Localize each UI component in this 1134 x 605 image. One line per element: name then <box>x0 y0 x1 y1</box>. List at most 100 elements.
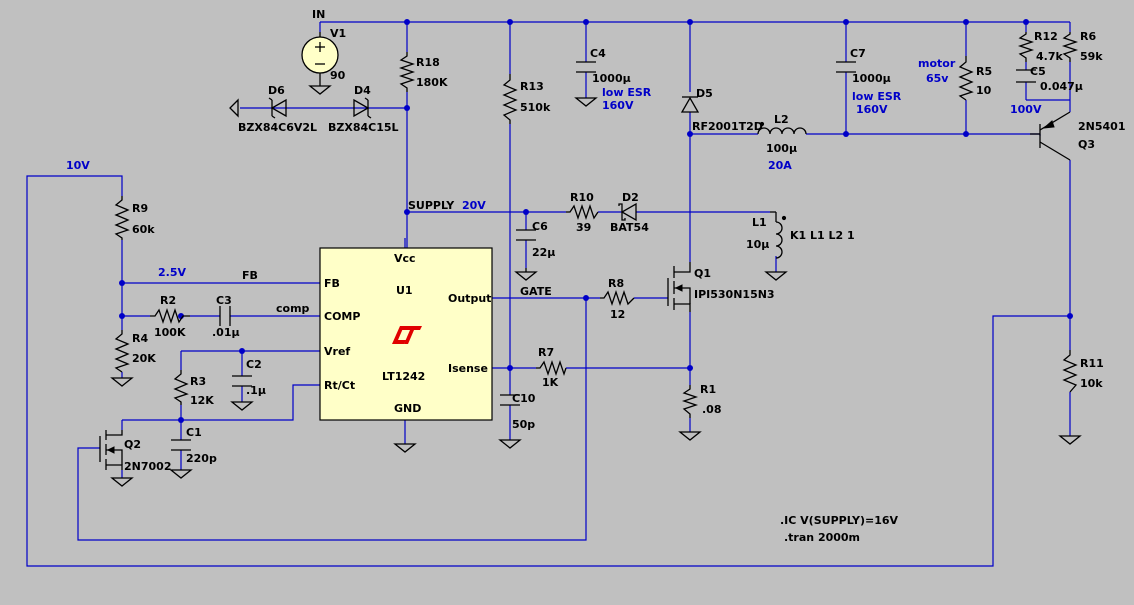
resistor-r8[interactable] <box>600 289 635 307</box>
resistor-r9[interactable] <box>114 196 130 240</box>
u1-pin-vcc: Vcc <box>394 252 416 265</box>
r18-ref: R18 <box>416 56 440 69</box>
ground-icon <box>1058 435 1082 445</box>
r4-ref: R4 <box>132 332 148 345</box>
r1-ref: R1 <box>700 383 716 396</box>
schottky-diode-d2[interactable] <box>618 202 637 222</box>
net-label-fb-voltage: 2.5V <box>158 266 186 279</box>
c7-note-esr: low ESR <box>852 90 902 103</box>
resistor-r1[interactable] <box>681 385 699 418</box>
c7-value: 1000µ <box>852 72 891 85</box>
voltage-source-v1[interactable] <box>301 32 339 78</box>
c2-value: .1µ <box>246 384 266 397</box>
q3-value: 2N5401 <box>1078 120 1125 133</box>
resistor-r4[interactable] <box>114 330 130 373</box>
capacitor-c5[interactable] <box>1016 69 1036 83</box>
d5-ref: D5 <box>696 87 713 100</box>
c7-note-voltage: 160V <box>856 103 888 116</box>
c3-ref: C3 <box>216 294 232 307</box>
r7-ref: R7 <box>538 346 554 359</box>
r4-value: 20K <box>132 352 156 365</box>
ground-icon <box>678 431 702 441</box>
d6-ref: D6 <box>268 84 285 97</box>
spice-directive-tran: .tran 2000m <box>784 531 860 544</box>
r7-value: 1K <box>542 376 559 389</box>
u1-pin-rtct: Rt/Ct <box>324 379 355 392</box>
ground-icon <box>514 271 538 281</box>
resistor-r3[interactable] <box>173 370 189 405</box>
c10-ref: C10 <box>512 392 536 405</box>
inductor-l2[interactable] <box>757 121 807 135</box>
c4-ref: C4 <box>590 47 606 60</box>
r5-ref: R5 <box>976 65 992 78</box>
r2-value: 100K <box>154 326 186 339</box>
r11-ref: R11 <box>1080 357 1104 370</box>
ground-icon <box>764 271 788 281</box>
wires <box>26 21 1071 567</box>
l1-ref: L1 <box>752 216 767 229</box>
controller-ic-u1[interactable] <box>319 247 493 421</box>
inductor-l1[interactable] <box>770 211 787 259</box>
diode-d5[interactable] <box>680 96 700 113</box>
u1-value: LT1242 <box>382 370 425 383</box>
u1-pin-vref: Vref <box>324 345 350 358</box>
d2-value: BAT54 <box>610 221 649 234</box>
c4-note-voltage: 160V <box>602 99 634 112</box>
capacitor-c4[interactable] <box>576 61 596 73</box>
c1-ref: C1 <box>186 426 202 439</box>
r6-value: 59k <box>1080 50 1103 63</box>
c4-value: 1000µ <box>592 72 631 85</box>
capacitor-c10[interactable] <box>500 394 520 406</box>
mosfet-q1[interactable] <box>667 262 691 312</box>
c1-value: 220p <box>186 452 217 465</box>
d4-ref: D4 <box>354 84 371 97</box>
resistor-r7[interactable] <box>536 359 567 377</box>
r5-value: 10 <box>976 84 992 97</box>
resistor-r6[interactable] <box>1061 32 1079 62</box>
ground-icon <box>393 443 417 453</box>
r3-ref: R3 <box>190 375 206 388</box>
r13-ref: R13 <box>520 80 544 93</box>
junction-dots <box>119 19 1073 423</box>
zener-diode-d4[interactable] <box>353 97 372 119</box>
resistor-r5[interactable] <box>958 56 974 101</box>
l2-value: 100µ <box>766 142 797 155</box>
net-label-in: IN <box>312 8 325 21</box>
resistor-r10[interactable] <box>566 203 599 221</box>
capacitor-c1[interactable] <box>171 439 191 451</box>
resistor-r2[interactable] <box>150 307 190 325</box>
zener-diode-d6[interactable] <box>268 97 287 119</box>
r11-value: 10k <box>1080 377 1103 390</box>
d6-value: BZX84C6V2L <box>238 121 317 134</box>
ground-icon <box>110 477 134 487</box>
pnp-transistor-q3[interactable] <box>1030 111 1071 161</box>
lt-logo-icon <box>392 326 422 344</box>
u1-pin-fb: FB <box>324 277 340 290</box>
r2-ref: R2 <box>160 294 176 307</box>
u1-pin-output: Output <box>448 292 491 305</box>
r13-value: 510k <box>520 101 551 114</box>
resistor-r11[interactable] <box>1062 350 1078 393</box>
spice-directive-ic: .IC V(SUPPLY)=16V <box>780 514 899 527</box>
resistor-r13[interactable] <box>502 74 518 124</box>
capacitor-c2[interactable] <box>232 375 252 387</box>
net-label-supply: SUPPLY <box>408 199 455 212</box>
r9-value: 60k <box>132 223 155 236</box>
u1-pin-comp: COMP <box>324 310 360 323</box>
r12-ref: R12 <box>1034 30 1058 43</box>
ground-icon <box>110 377 134 387</box>
q1-value: IPI530N15N3 <box>694 288 775 301</box>
r12-value: 4.7k <box>1036 50 1063 63</box>
resistor-r18[interactable] <box>398 52 416 92</box>
c7-ref: C7 <box>850 47 866 60</box>
ground-icon <box>498 439 522 449</box>
net-label-motor: motor <box>918 57 956 70</box>
capacitor-c6[interactable] <box>516 229 536 241</box>
mosfet-q2[interactable] <box>99 430 123 470</box>
d2-ref: D2 <box>622 191 639 204</box>
resistor-r12[interactable] <box>1017 32 1035 62</box>
c5-value: 0.047µ <box>1040 80 1083 93</box>
d4-value: BZX84C15L <box>328 121 399 134</box>
capacitor-c7[interactable] <box>836 61 856 73</box>
capacitor-c3[interactable] <box>219 306 231 326</box>
